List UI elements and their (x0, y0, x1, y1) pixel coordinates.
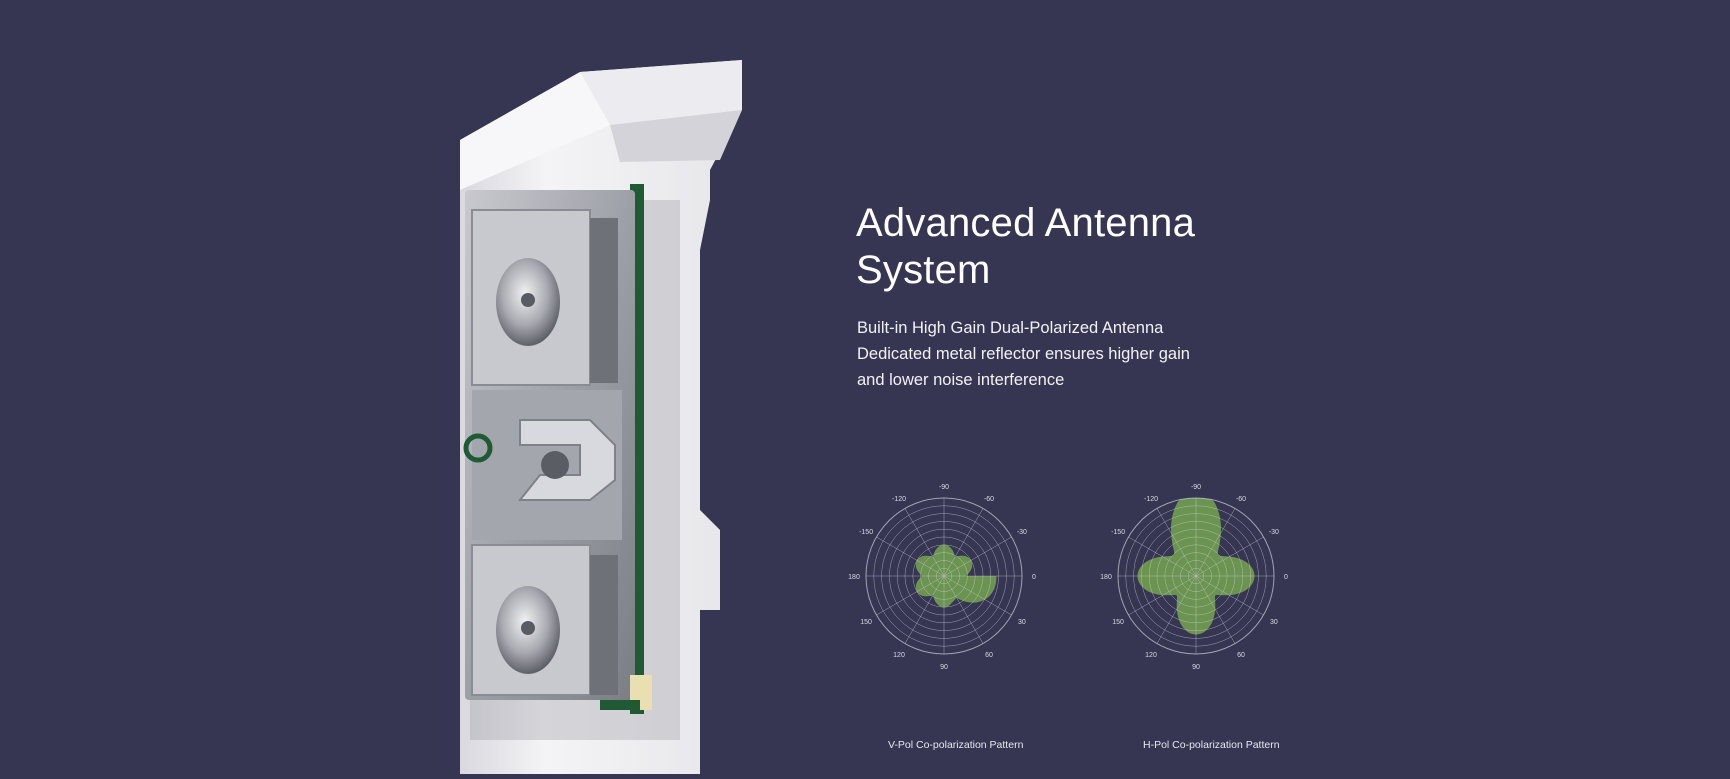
polar-grid-spoke (1156, 508, 1197, 577)
polar-angle-label: -120 (1144, 496, 1158, 503)
polar-grid-spoke (1128, 575, 1197, 616)
polar-grid-spoke (1195, 575, 1264, 616)
description-line: Built-in High Gain Dual-Polarized Antenn… (857, 319, 1164, 337)
section-description: Built-in High Gain Dual-Polarized Antenn… (857, 315, 1237, 393)
polar-angle-label: 90 (940, 664, 948, 671)
polar-angle-label: -30 (1017, 529, 1027, 536)
polar-grid-spoke (904, 575, 945, 644)
h-pol-pattern-caption: H-Pol Co-polarization Pattern (1143, 739, 1280, 751)
description-line: Dedicated metal reflector ensures higher… (857, 345, 1190, 363)
polar-angle-label: -30 (1269, 529, 1279, 536)
polar-grid-spoke (876, 575, 945, 616)
polar-angle-label: 0 (1032, 574, 1036, 581)
polar-grid-spoke (876, 536, 945, 577)
polar-angle-label: 90 (1192, 664, 1200, 671)
polar-angle-label: 30 (1018, 619, 1026, 626)
polar-grid-spoke (943, 508, 984, 577)
polar-grid-spoke (1195, 508, 1236, 577)
v-pol-polar-chart: -90 -60 -30 0 30 60 90 120 150 180 -150 -120 (844, 478, 1044, 678)
v-pol-polar-chart-svg: -90 -60 -30 0 30 60 90 120 150 180 -150 -120 (848, 484, 1036, 671)
h-pol-polar-chart: -90 -60 -30 0 30 60 90 120 150 180 -150 -120 (1096, 478, 1296, 678)
polar-angle-label: 60 (1237, 652, 1245, 659)
polar-angle-label: -150 (859, 529, 873, 536)
antenna-device-image (430, 50, 750, 774)
polar-grid-spoke (904, 508, 945, 577)
polar-grid-spoke (943, 575, 984, 644)
polar-grid-spoke (1195, 575, 1236, 644)
polar-grid-spoke (1195, 536, 1264, 577)
polar-angle-label: 180 (848, 574, 860, 581)
polar-angle-label: -90 (1191, 484, 1201, 491)
polar-angle-label: 0 (1284, 574, 1288, 581)
polar-angle-label: 150 (860, 619, 872, 626)
polar-angle-label: 180 (1100, 574, 1112, 581)
polar-angle-label: 30 (1270, 619, 1278, 626)
polar-angle-label: -90 (939, 484, 949, 491)
v-pol-pattern-caption: V-Pol Co-polarization Pattern (888, 739, 1024, 751)
polar-angle-label: 120 (893, 652, 905, 659)
polar-grid-spoke (1156, 575, 1197, 644)
polar-angle-label: 150 (1112, 619, 1124, 626)
polar-grid-spoke (943, 536, 1012, 577)
polar-grid-spoke (1128, 536, 1197, 577)
polar-angle-label: 120 (1145, 652, 1157, 659)
description-line: and lower noise interference (857, 371, 1065, 389)
polar-angle-label: -120 (892, 496, 906, 503)
polar-angle-label: -150 (1111, 529, 1125, 536)
section-title: Advanced Antenna System (856, 201, 1196, 292)
polar-angle-label: -60 (984, 496, 994, 503)
polar-angle-label: -60 (1236, 496, 1246, 503)
h-pol-polar-chart-svg: -90 -60 -30 0 30 60 90 120 150 180 -150 -120 (1100, 484, 1288, 671)
dual-polarized-antenna-device-icon (460, 60, 742, 774)
polar-grid-spoke (943, 575, 1012, 616)
polar-angle-label: 60 (985, 652, 993, 659)
